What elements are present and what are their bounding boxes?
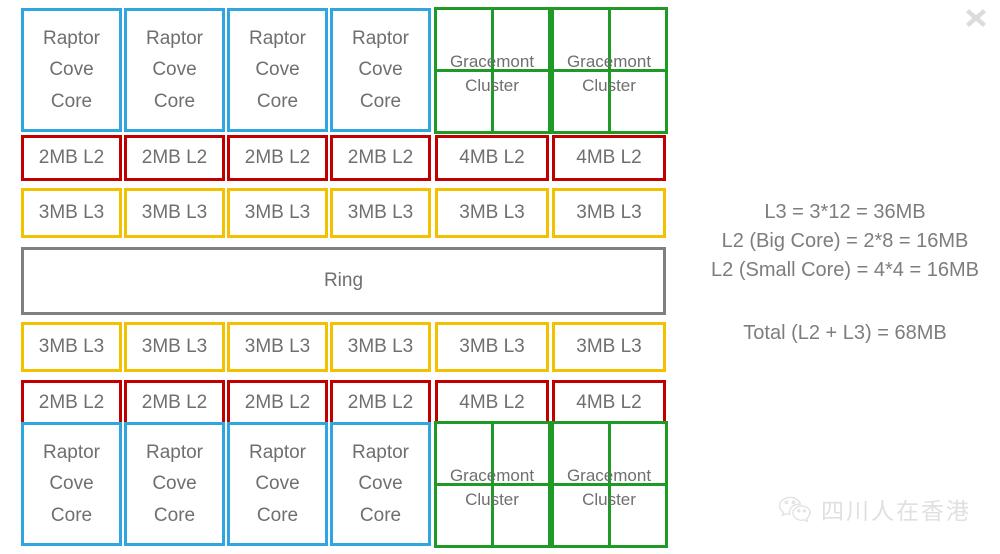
die-diagram: Raptor Cove Core Raptor Cove Core Raptor… bbox=[21, 6, 668, 548]
legend-line-total: Total (L2 + L3) = 68MB bbox=[743, 322, 947, 344]
l2-cache-box[interactable]: 4MB L2 bbox=[435, 380, 549, 426]
p-core-line: Cove bbox=[255, 59, 300, 81]
l2-cache-box[interactable]: 2MB L2 bbox=[124, 380, 225, 426]
l3-cache-box[interactable]: 3MB L3 bbox=[330, 188, 431, 238]
e-core-quad-grid bbox=[550, 420, 668, 548]
watermark: 四川人在香港 bbox=[778, 492, 971, 526]
e-core-quad bbox=[550, 68, 611, 134]
bottom-core-row: Raptor Cove Core Raptor Cove Core Raptor… bbox=[21, 420, 668, 548]
l3-cache-box[interactable]: 3MB L3 bbox=[435, 322, 549, 372]
p-core-line: Cove bbox=[49, 59, 94, 81]
l3-cache-box[interactable]: 3MB L3 bbox=[124, 188, 225, 238]
p-core-line: Raptor bbox=[248, 27, 307, 49]
p-core-line: Core bbox=[153, 90, 196, 112]
legend-line-l3: L3 = 3*12 = 36MB bbox=[764, 201, 926, 223]
p-core-box[interactable]: Raptor Cove Core bbox=[21, 8, 122, 132]
p-core-line: Raptor bbox=[145, 441, 204, 463]
p-core-line: Cove bbox=[49, 473, 94, 495]
e-core-quad-grid bbox=[550, 6, 668, 134]
p-core-line: Raptor bbox=[248, 441, 307, 463]
p-core-box[interactable]: Raptor Cove Core bbox=[330, 422, 431, 546]
p-core-line: Core bbox=[256, 90, 299, 112]
e-core-quad bbox=[607, 6, 668, 72]
e-core-cluster-box[interactable]: Gracemont Cluster bbox=[550, 6, 668, 134]
p-core-box[interactable]: Raptor Cove Core bbox=[227, 422, 328, 546]
top-l3-row: 3MB L3 3MB L3 3MB L3 3MB L3 3MB L3 3MB L… bbox=[21, 188, 666, 238]
l2-cache-box[interactable]: 2MB L2 bbox=[330, 380, 431, 426]
p-core-line: Core bbox=[50, 90, 93, 112]
e-core-quad bbox=[490, 6, 551, 72]
e-core-quad bbox=[490, 420, 551, 486]
p-core-line: Core bbox=[359, 90, 402, 112]
p-core-line: Cove bbox=[358, 59, 403, 81]
l3-cache-box[interactable]: 3MB L3 bbox=[330, 322, 431, 372]
p-core-line: Core bbox=[153, 504, 196, 526]
bottom-l3-row: 3MB L3 3MB L3 3MB L3 3MB L3 3MB L3 3MB L… bbox=[21, 322, 666, 372]
l2-cache-box[interactable]: 2MB L2 bbox=[227, 135, 328, 181]
p-core-box[interactable]: Raptor Cove Core bbox=[124, 8, 225, 132]
top-l2-row: 2MB L2 2MB L2 2MB L2 2MB L2 4MB L2 4MB L… bbox=[21, 135, 666, 181]
p-core-line: Raptor bbox=[145, 27, 204, 49]
p-core-line: Raptor bbox=[42, 27, 101, 49]
l2-cache-box[interactable]: 4MB L2 bbox=[552, 135, 666, 181]
p-core-line: Core bbox=[359, 504, 402, 526]
e-core-quad bbox=[433, 68, 494, 134]
p-core-box[interactable]: Raptor Cove Core bbox=[21, 422, 122, 546]
e-core-quad bbox=[550, 6, 611, 72]
p-core-line: Cove bbox=[152, 473, 197, 495]
l2-cache-box[interactable]: 4MB L2 bbox=[552, 380, 666, 426]
e-core-quad bbox=[490, 482, 551, 548]
e-core-quad bbox=[550, 420, 611, 486]
l3-cache-box[interactable]: 3MB L3 bbox=[435, 188, 549, 238]
l2-cache-box[interactable]: 2MB L2 bbox=[21, 380, 122, 426]
l3-cache-box[interactable]: 3MB L3 bbox=[21, 188, 122, 238]
top-core-row: Raptor Cove Core Raptor Cove Core Raptor… bbox=[21, 6, 668, 134]
bottom-l2-row: 2MB L2 2MB L2 2MB L2 2MB L2 4MB L2 4MB L… bbox=[21, 380, 666, 426]
l2-cache-box[interactable]: 4MB L2 bbox=[435, 135, 549, 181]
p-core-line: Core bbox=[50, 504, 93, 526]
p-core-box[interactable]: Raptor Cove Core bbox=[330, 8, 431, 132]
close-icon[interactable] bbox=[960, 2, 992, 34]
e-core-cluster-box[interactable]: Gracemont Cluster bbox=[433, 420, 551, 548]
p-core-line: Raptor bbox=[351, 27, 410, 49]
e-core-quad bbox=[433, 6, 494, 72]
e-core-quad bbox=[433, 482, 494, 548]
l2-cache-box[interactable]: 2MB L2 bbox=[124, 135, 225, 181]
p-core-box[interactable]: Raptor Cove Core bbox=[227, 8, 328, 132]
l3-cache-box[interactable]: 3MB L3 bbox=[124, 322, 225, 372]
l2-cache-box[interactable]: 2MB L2 bbox=[227, 380, 328, 426]
cache-summary-legend: L3 = 3*12 = 36MB L2 (Big Core) = 2*8 = 1… bbox=[690, 198, 1000, 348]
e-core-quad-grid bbox=[433, 420, 551, 548]
p-core-box[interactable]: Raptor Cove Core bbox=[124, 422, 225, 546]
e-core-quad bbox=[607, 420, 668, 486]
wechat-icon bbox=[778, 496, 812, 522]
p-core-line: Raptor bbox=[42, 441, 101, 463]
p-core-line: Cove bbox=[255, 473, 300, 495]
l3-cache-box[interactable]: 3MB L3 bbox=[21, 322, 122, 372]
watermark-text: 四川人在香港 bbox=[821, 499, 971, 525]
e-core-cluster-box[interactable]: Gracemont Cluster bbox=[550, 420, 668, 548]
l3-cache-box[interactable]: 3MB L3 bbox=[227, 188, 328, 238]
e-core-quad bbox=[607, 68, 668, 134]
legend-line-l2-small: L2 (Small Core) = 4*4 = 16MB bbox=[711, 259, 979, 281]
l2-cache-box[interactable]: 2MB L2 bbox=[21, 135, 122, 181]
l3-cache-box[interactable]: 3MB L3 bbox=[227, 322, 328, 372]
p-core-line: Cove bbox=[358, 473, 403, 495]
p-core-line: Raptor bbox=[351, 441, 410, 463]
ring-row: Ring bbox=[21, 247, 666, 315]
e-core-cluster-box[interactable]: Gracemont Cluster bbox=[433, 6, 551, 134]
ring-interconnect-box[interactable]: Ring bbox=[21, 247, 666, 315]
p-core-line: Cove bbox=[152, 59, 197, 81]
e-core-quad bbox=[607, 482, 668, 548]
l3-cache-box[interactable]: 3MB L3 bbox=[552, 322, 666, 372]
l3-cache-box[interactable]: 3MB L3 bbox=[552, 188, 666, 238]
legend-line-l2-big: L2 (Big Core) = 2*8 = 16MB bbox=[721, 230, 969, 252]
e-core-quad bbox=[490, 68, 551, 134]
l2-cache-box[interactable]: 2MB L2 bbox=[330, 135, 431, 181]
p-core-line: Core bbox=[256, 504, 299, 526]
e-core-quad bbox=[433, 420, 494, 486]
e-core-quad-grid bbox=[433, 6, 551, 134]
e-core-quad bbox=[550, 482, 611, 548]
